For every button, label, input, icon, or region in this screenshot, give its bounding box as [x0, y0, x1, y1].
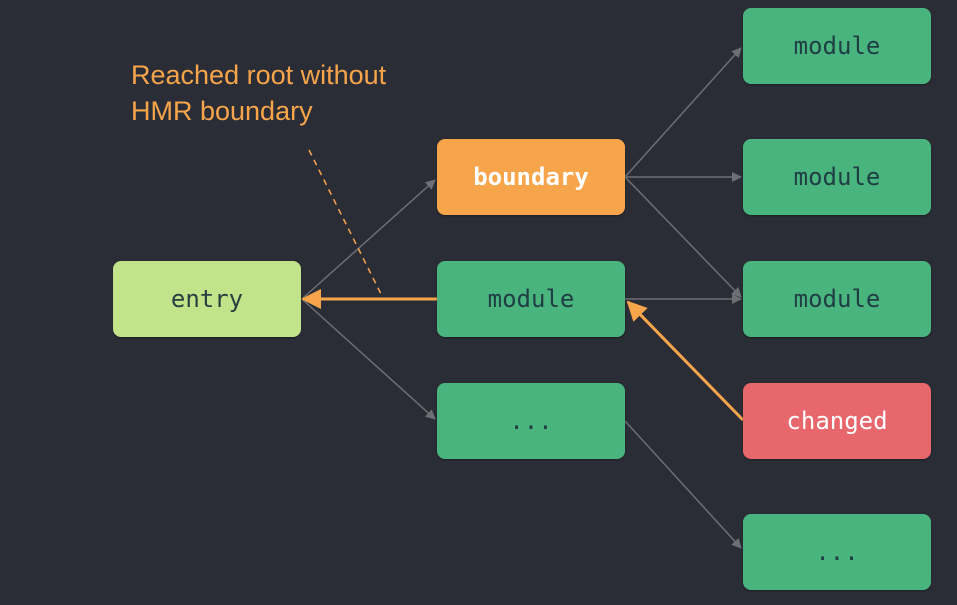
- boundary-node: boundary: [437, 139, 625, 215]
- annotation-pointer-line: [308, 149, 383, 297]
- dots-node-bottom: ...: [743, 514, 931, 590]
- edge-boundary-to-module-top: [624, 47, 742, 178]
- edge-changed-to-module: [626, 300, 745, 422]
- annotation-line-2: HMR boundary: [131, 96, 313, 126]
- edge-boundary-to-module-right: [624, 176, 742, 298]
- module-node-upper: module: [743, 139, 931, 215]
- changed-node: changed: [743, 383, 931, 459]
- entry-node: entry: [113, 261, 301, 337]
- dots-node-middle: ...: [437, 383, 625, 459]
- module-node-right: module: [743, 261, 931, 337]
- module-node-top: module: [743, 8, 931, 84]
- edge-dots-to-dots-bottom: [624, 420, 742, 549]
- module-node-middle: module: [437, 261, 625, 337]
- annotation-line-1: Reached root without: [131, 60, 387, 90]
- edge-entry-to-dots: [302, 299, 436, 420]
- edge-entry-to-boundary: [302, 179, 436, 299]
- annotation-text: Reached root without HMR boundary: [131, 57, 451, 129]
